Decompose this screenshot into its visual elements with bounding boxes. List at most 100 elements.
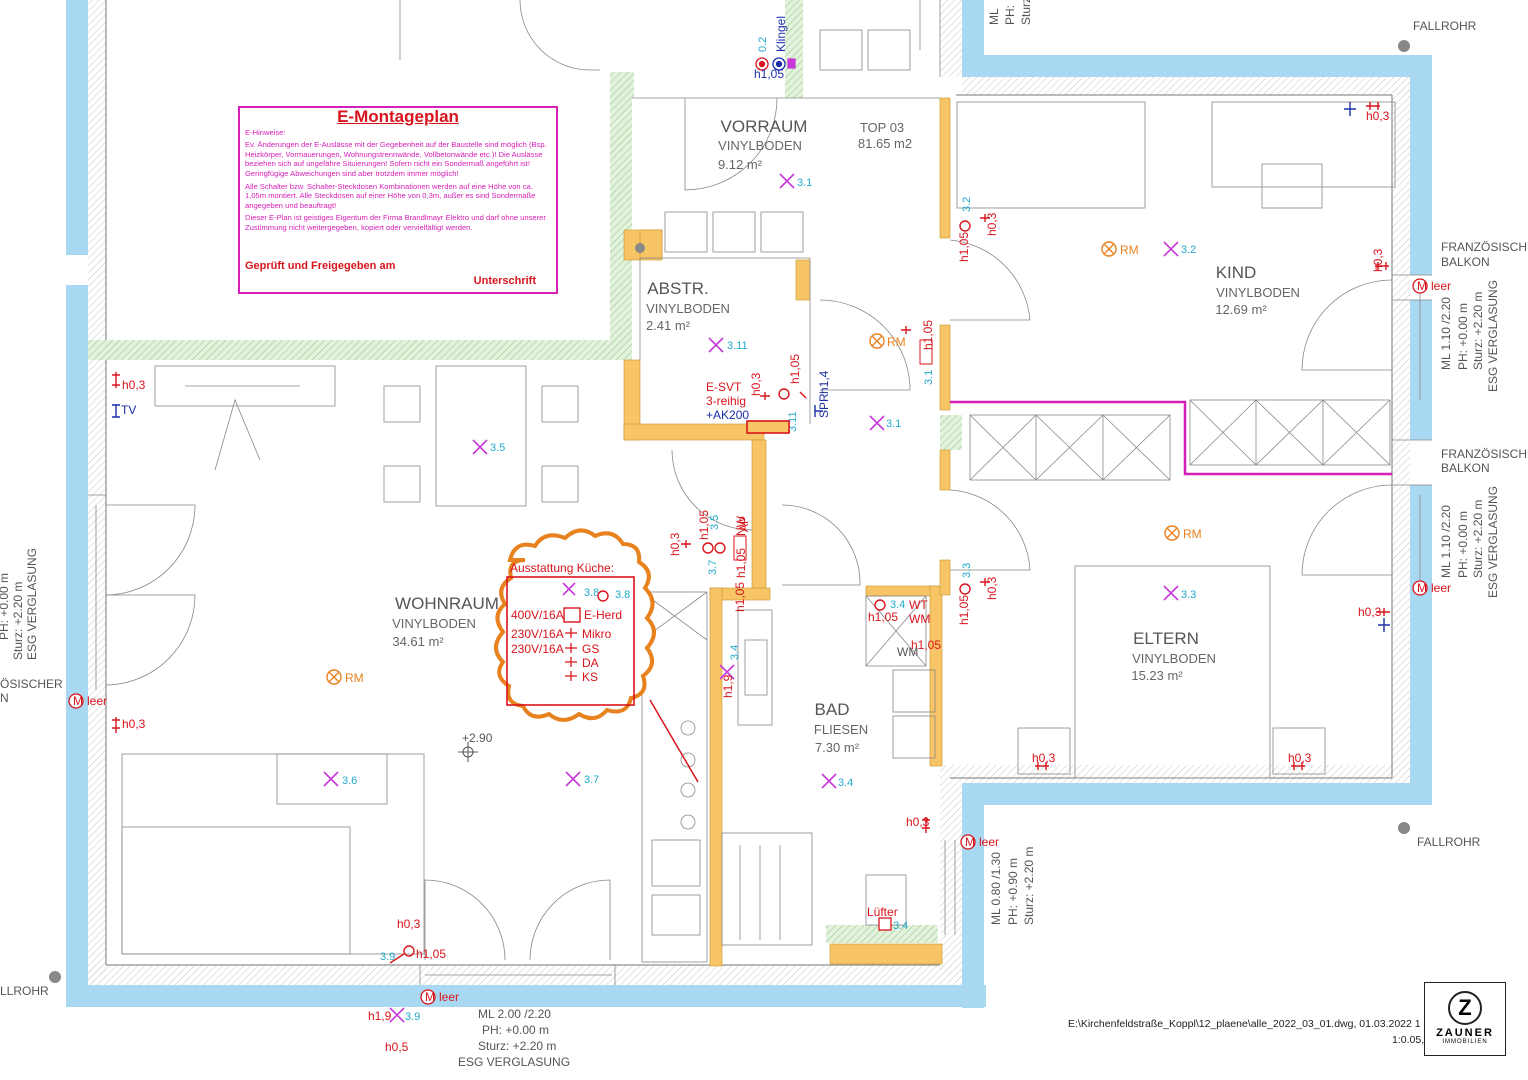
svg-text:9.12 m²: 9.12 m²: [718, 157, 763, 172]
svg-text:leer: leer: [1431, 581, 1451, 595]
svg-text:ÖSISCHER: ÖSISCHER: [0, 677, 63, 691]
svg-text:h1,05: h1,05: [957, 595, 971, 625]
room-vorraum: VORRAUM: [721, 117, 808, 136]
zauner-logo: Z ZAUNER IMMOBILIEN: [1424, 982, 1506, 1056]
svg-text:h1,05: h1,05: [416, 947, 446, 961]
svg-text:3.11: 3.11: [727, 340, 748, 352]
svg-text:h0,5: h0,5: [385, 1040, 409, 1054]
svg-text:h0,3: h0,3: [985, 212, 999, 236]
svg-text:DA: DA: [582, 656, 599, 670]
svg-text:M: M: [73, 694, 83, 708]
svg-text:RM: RM: [1183, 527, 1202, 541]
legend-box: E-Montageplan E-Hinweise: Ev. Änderungen…: [238, 106, 558, 294]
svg-text:Sturz: +2.20 m: Sturz: +2.20 m: [11, 582, 25, 660]
logo-mark: Z: [1448, 991, 1482, 1025]
svg-text:TOP 03: TOP 03: [860, 120, 904, 135]
svg-text:AP: AP: [737, 516, 751, 532]
svg-text:E-Herd: E-Herd: [584, 608, 622, 622]
svg-text:12.69 m²: 12.69 m²: [1215, 302, 1267, 317]
svg-text:ML 2.00 /2.20: ML 2.00 /2.20: [478, 1007, 551, 1021]
svg-text:leer: leer: [1431, 279, 1451, 293]
svg-text:PH: +0.00 m: PH: +0.00 m: [1456, 303, 1470, 370]
svg-text:PH:: PH:: [1003, 5, 1017, 25]
svg-text:NW: NW: [734, 515, 748, 536]
svg-text:Sturz: +2.20 m: Sturz: +2.20 m: [1471, 292, 1485, 370]
svg-text:GS: GS: [582, 642, 599, 656]
svg-text:ESG VERGLASUNG: ESG VERGLASUNG: [25, 548, 39, 660]
level-marker: +2.90: [458, 731, 493, 762]
svg-text:FALLROHR: FALLROHR: [1417, 835, 1481, 849]
svg-text:h0,3: h0,3: [1366, 109, 1390, 123]
svg-text:81.65 m2: 81.65 m2: [858, 136, 912, 151]
svg-text:h1,05: h1,05: [788, 354, 802, 384]
svg-text:3.4: 3.4: [890, 599, 905, 611]
svg-text:N: N: [0, 691, 9, 705]
svg-text:3.7: 3.7: [584, 774, 599, 786]
room-eltern: ELTERN: [1133, 629, 1199, 648]
svg-text:leer: leer: [87, 694, 107, 708]
svg-text:400V/16A: 400V/16A: [511, 608, 564, 622]
svg-text:PH: +0.00 m: PH: +0.00 m: [1456, 511, 1470, 578]
file-path: E:\Kirchenfeldstraße_Koppl\12_plaene\all…: [1068, 1018, 1421, 1030]
svg-text:ESG VERGLASUNG: ESG VERGLASUNG: [458, 1055, 570, 1069]
svg-text:3.1: 3.1: [923, 370, 935, 385]
svg-text:3.8: 3.8: [584, 587, 599, 599]
svg-text:VINYLBODEN: VINYLBODEN: [646, 301, 730, 316]
svg-text:VINYLBODEN: VINYLBODEN: [392, 616, 476, 631]
svg-text:230V/16A: 230V/16A: [511, 627, 564, 641]
room-bad: BAD: [815, 700, 850, 719]
svg-text:34.61 m²: 34.61 m²: [392, 634, 444, 649]
svg-text:230V/16A: 230V/16A: [511, 642, 564, 656]
svg-text:+AK200: +AK200: [706, 408, 749, 422]
svg-text:WM: WM: [909, 612, 930, 626]
svg-text:ML 0.80 /1.30: ML 0.80 /1.30: [989, 852, 1003, 925]
svg-text:3.1: 3.1: [797, 177, 812, 189]
svg-text:PH: +0.00 m: PH: +0.00 m: [482, 1023, 549, 1037]
svg-text:3.3: 3.3: [1181, 589, 1196, 601]
svg-text:3-reihig: 3-reihig: [706, 394, 746, 408]
svg-text:h1,05: h1,05: [733, 582, 747, 612]
svg-text:M: M: [1417, 581, 1427, 595]
distribution-board: [746, 420, 790, 434]
svg-text:3.6: 3.6: [342, 775, 357, 787]
kitchen-pointer: [649, 699, 699, 783]
svg-text:3.7: 3.7: [707, 560, 719, 575]
svg-text:leer: leer: [439, 990, 459, 1004]
svg-text:h1,05: h1,05: [754, 67, 784, 81]
svg-text:WM: WM: [897, 645, 918, 659]
svg-text:3.9: 3.9: [405, 1011, 420, 1023]
svg-text:h1,4: h1,4: [817, 370, 831, 394]
svg-text:ESG VERGLASUNG: ESG VERGLASUNG: [1486, 280, 1500, 392]
svg-text:FRANZÖSISCHER: FRANZÖSISCHER: [1441, 447, 1528, 461]
svg-text:h0,3: h0,3: [397, 917, 421, 931]
svg-text:M: M: [425, 990, 435, 1004]
svg-text:h0,3: h0,3: [1358, 605, 1382, 619]
svg-text:h0,3: h0,3: [1288, 751, 1312, 765]
svg-text:SPR: SPR: [817, 393, 831, 418]
svg-text:h0,3: h0,3: [906, 815, 930, 829]
svg-text:VINYLBODEN: VINYLBODEN: [718, 138, 802, 153]
svg-text:3.5: 3.5: [490, 442, 505, 454]
svg-text:h1,05: h1,05: [697, 510, 711, 540]
svg-text:3.4: 3.4: [893, 920, 908, 932]
motor-icons: [68, 57, 1428, 1005]
svg-text:h1,05: h1,05: [957, 232, 971, 262]
svg-text:3.9: 3.9: [380, 951, 395, 963]
svg-text:ESG VERGLASUNG: ESG VERGLASUNG: [1486, 486, 1500, 598]
svg-text:BALKON: BALKON: [1441, 461, 1490, 475]
svg-text:Mikro: Mikro: [582, 627, 612, 641]
svg-text:h1,9: h1,9: [721, 674, 735, 698]
svg-text:h0,3: h0,3: [668, 532, 682, 556]
svg-text:2.41 m²: 2.41 m²: [646, 318, 691, 333]
svg-text:Klingel: Klingel: [774, 16, 788, 52]
svg-text:leer: leer: [979, 835, 999, 849]
kitchen-callout: Ausstattung Küche: 3.8 3.8 400V/16A E-He…: [494, 528, 656, 722]
svg-text:3.2: 3.2: [961, 197, 973, 212]
svg-text:Ausstattung Küche:: Ausstattung Küche:: [510, 561, 614, 575]
svg-text:FLIESEN: FLIESEN: [814, 722, 868, 737]
downpipe-icon: [1398, 822, 1410, 834]
svg-text:Sturz: +2.20 m: Sturz: +2.20 m: [478, 1039, 556, 1053]
outer-walls: [66, 0, 1432, 1008]
svg-text:h1,05: h1,05: [911, 638, 941, 652]
svg-text:3.3: 3.3: [961, 563, 973, 578]
